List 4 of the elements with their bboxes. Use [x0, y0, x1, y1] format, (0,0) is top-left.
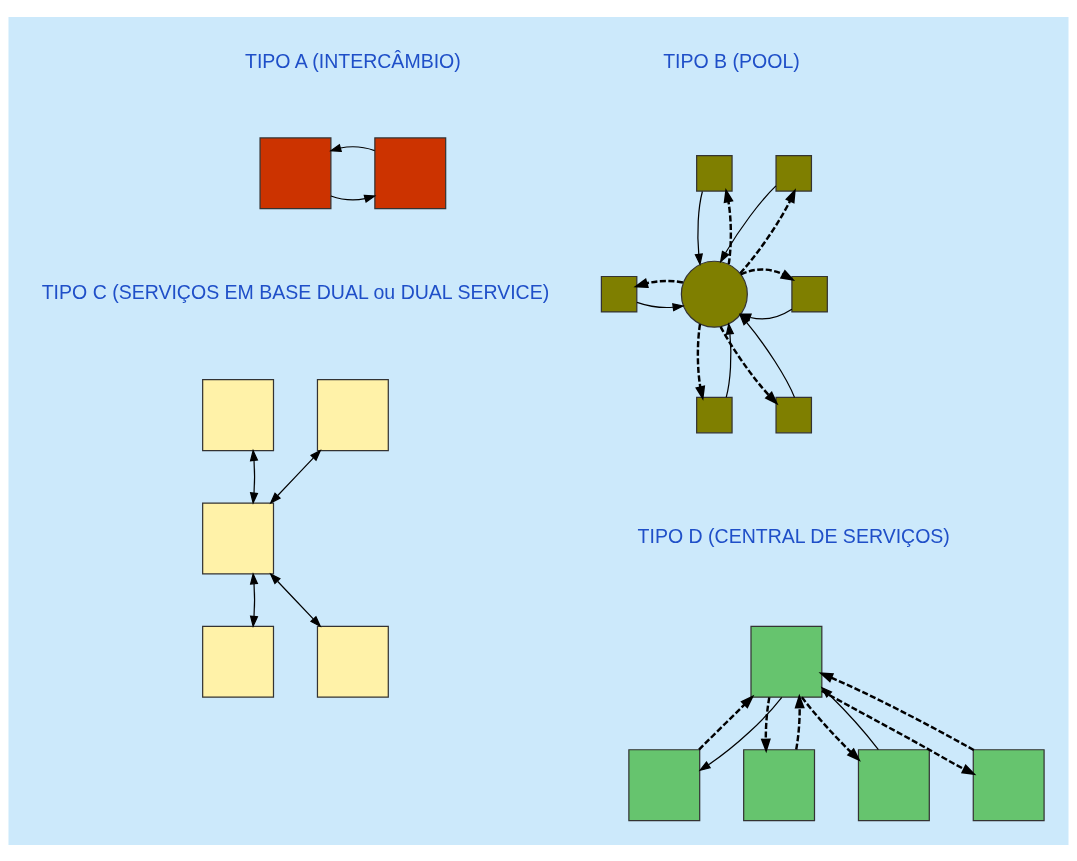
label: TIPO D (CENTRAL DE SERVIÇOS): [637, 524, 950, 547]
label: TIPO B (POOL): [663, 49, 800, 72]
label: TIPO C (SERVIÇOS EM BASE DUAL ou DUAL SERVICE): [41, 280, 550, 303]
label: TIPO A (INTERCÂMBIO): [244, 49, 461, 72]
